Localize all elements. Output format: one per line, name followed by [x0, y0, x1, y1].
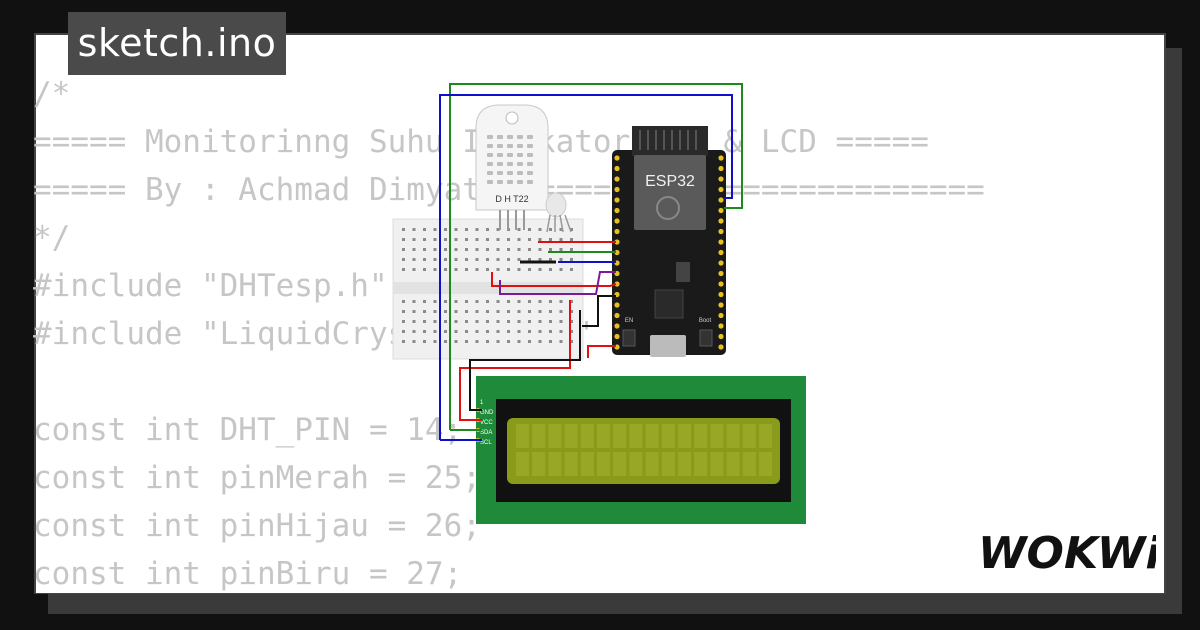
code-line: ===== By : Achmad Dimyathi =============…	[33, 172, 985, 208]
wokwi-logo: WOKWi	[978, 528, 1156, 578]
code-line: #include "DHTesp.h"	[33, 268, 388, 304]
wokwi-logo-text: WOKWi	[978, 528, 1156, 578]
code-line: const int pinHijau = 26;	[33, 508, 481, 544]
file-title: sketch.ino	[68, 12, 286, 75]
code-line: const int DHT_PIN = 14;	[33, 412, 463, 448]
code-line: #include "LiquidCrystal_I2C.h"	[33, 316, 593, 352]
code-line: */	[33, 220, 71, 256]
code-line: const int pinMerah = 25;	[33, 460, 481, 496]
code-line	[33, 358, 985, 406]
code-line: const int pinBiru = 27;	[33, 556, 463, 592]
bottom-shadow	[48, 594, 1182, 614]
code-line: /*	[33, 76, 71, 112]
code-line: ===== Monitorinng Suhu Indikator LED & L…	[33, 124, 929, 160]
code-background: /* ===== Monitorinng Suhu Indikator LED &…	[33, 70, 985, 598]
